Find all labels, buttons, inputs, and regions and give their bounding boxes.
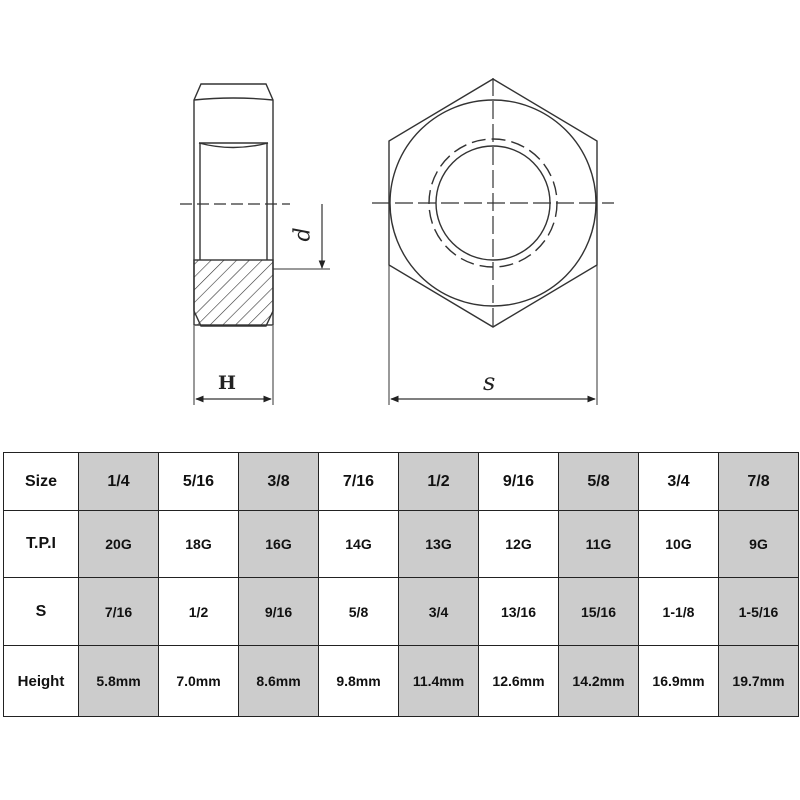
tpi-cell: 14G bbox=[318, 510, 399, 578]
drawing-canvas bbox=[180, 78, 614, 405]
nut-front-view bbox=[372, 78, 614, 405]
size-cell: 3/4 bbox=[638, 452, 719, 511]
size-cell: 1/2 bbox=[398, 452, 479, 511]
s-dimension-label: s bbox=[483, 368, 496, 396]
tpi-cell: 16G bbox=[238, 510, 319, 578]
thread-section-hatch bbox=[193, 259, 274, 326]
tpi-cell: 12G bbox=[478, 510, 559, 578]
s-cell: 15/16 bbox=[558, 577, 639, 646]
size-cell: 5/8 bbox=[558, 452, 639, 511]
size-cell: 5/16 bbox=[158, 452, 239, 511]
side-view-flat-curve bbox=[198, 142, 269, 149]
table-row-tpi: T.P.I 20G 18G 16G 14G 13G 12G 11G 10G 9G bbox=[3, 510, 799, 578]
height-cell: 5.8mm bbox=[78, 645, 159, 717]
table-row-size: Size 1/4 5/16 3/8 7/16 1/2 9/16 5/8 3/4 … bbox=[3, 452, 799, 511]
row-header-tpi: T.P.I bbox=[3, 510, 79, 578]
height-cell: 14.2mm bbox=[558, 645, 639, 717]
size-cell: 7/8 bbox=[718, 452, 799, 511]
tpi-cell: 11G bbox=[558, 510, 639, 578]
nut-side-view bbox=[180, 83, 330, 405]
row-header-height: Height bbox=[3, 645, 79, 717]
hex-nut-technical-drawing: H s d bbox=[180, 78, 614, 405]
s-cell: 1/2 bbox=[158, 577, 239, 646]
s-cell: 13/16 bbox=[478, 577, 559, 646]
height-cell: 12.6mm bbox=[478, 645, 559, 717]
s-cell: 9/16 bbox=[238, 577, 319, 646]
size-cell: 9/16 bbox=[478, 452, 559, 511]
d-dimension-label: d bbox=[290, 227, 316, 242]
tpi-cell: 13G bbox=[398, 510, 479, 578]
side-view-top-chamfer bbox=[193, 97, 274, 101]
height-cell: 16.9mm bbox=[638, 645, 719, 717]
tpi-cell: 10G bbox=[638, 510, 719, 578]
size-cell: 3/8 bbox=[238, 452, 319, 511]
h-dimension-label: H bbox=[218, 372, 236, 394]
size-cell: 7/16 bbox=[318, 452, 399, 511]
s-cell: 1-5/16 bbox=[718, 577, 799, 646]
s-cell: 1-1/8 bbox=[638, 577, 719, 646]
table-row-height: Height 5.8mm 7.0mm 8.6mm 9.8mm 11.4mm 12… bbox=[3, 645, 799, 717]
tpi-cell: 9G bbox=[718, 510, 799, 578]
height-cell: 19.7mm bbox=[718, 645, 799, 717]
tpi-cell: 18G bbox=[158, 510, 239, 578]
table-row-s: S 7/16 1/2 9/16 5/8 3/4 13/16 15/16 1-1/… bbox=[3, 577, 799, 646]
height-cell: 8.6mm bbox=[238, 645, 319, 717]
side-view-outline bbox=[193, 83, 274, 327]
s-cell: 7/16 bbox=[78, 577, 159, 646]
row-header-s: S bbox=[3, 577, 79, 646]
s-cell: 3/4 bbox=[398, 577, 479, 646]
height-cell: 11.4mm bbox=[398, 645, 479, 717]
nut-spec-table: Size 1/4 5/16 3/8 7/16 1/2 9/16 5/8 3/4 … bbox=[3, 452, 799, 717]
row-header-size: Size bbox=[3, 452, 79, 511]
size-cell: 1/4 bbox=[78, 452, 159, 511]
height-cell: 7.0mm bbox=[158, 645, 239, 717]
s-cell: 5/8 bbox=[318, 577, 399, 646]
tpi-cell: 20G bbox=[78, 510, 159, 578]
height-cell: 9.8mm bbox=[318, 645, 399, 717]
hexagon-outline bbox=[388, 78, 598, 328]
